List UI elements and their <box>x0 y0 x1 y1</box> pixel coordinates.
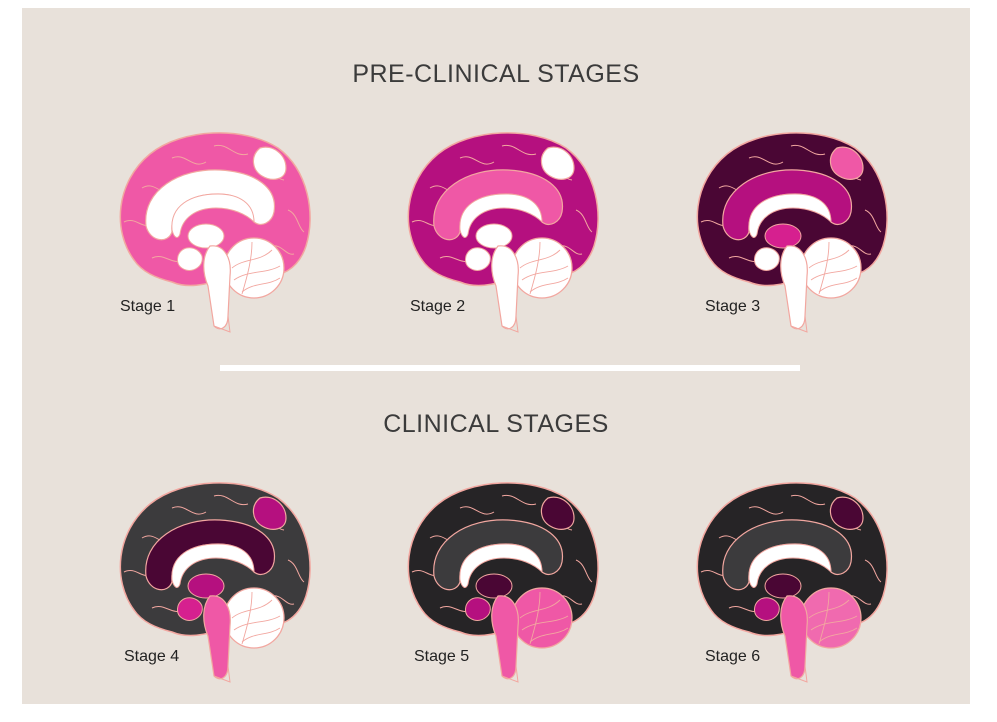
thalamus-region <box>476 224 512 248</box>
brainstem-region <box>204 596 231 679</box>
stage-3-label: Stage 3 <box>705 298 760 316</box>
stage-4-label: Stage 4 <box>124 648 179 666</box>
thalamus-region <box>765 224 801 248</box>
thalamus-region <box>188 574 224 598</box>
stage-6-label: Stage 6 <box>705 648 760 666</box>
midbrain-region <box>465 598 490 621</box>
thalamus-region <box>765 574 801 598</box>
midbrain-region <box>754 248 779 271</box>
clinical-heading: CLINICAL STAGES <box>22 410 970 439</box>
brainstem-region <box>492 596 519 679</box>
brainstem-region <box>204 246 231 329</box>
brainstem-region <box>492 246 519 329</box>
thalamus-region <box>476 574 512 598</box>
stage-1-label: Stage 1 <box>120 298 175 316</box>
midbrain-region <box>177 248 202 271</box>
midbrain-region <box>754 598 779 621</box>
stage-2-label: Stage 2 <box>410 298 465 316</box>
stage-5-label: Stage 5 <box>414 648 469 666</box>
preclinical-heading: PRE-CLINICAL STAGES <box>22 60 970 89</box>
diagram-panel: PRE-CLINICAL STAGES CLINICAL STAGES Stag… <box>22 8 970 704</box>
midbrain-region <box>465 248 490 271</box>
brainstem-region <box>781 246 808 329</box>
midbrain-region <box>177 598 202 621</box>
thalamus-region <box>188 224 224 248</box>
brainstem-region <box>781 596 808 679</box>
section-divider <box>220 365 800 371</box>
